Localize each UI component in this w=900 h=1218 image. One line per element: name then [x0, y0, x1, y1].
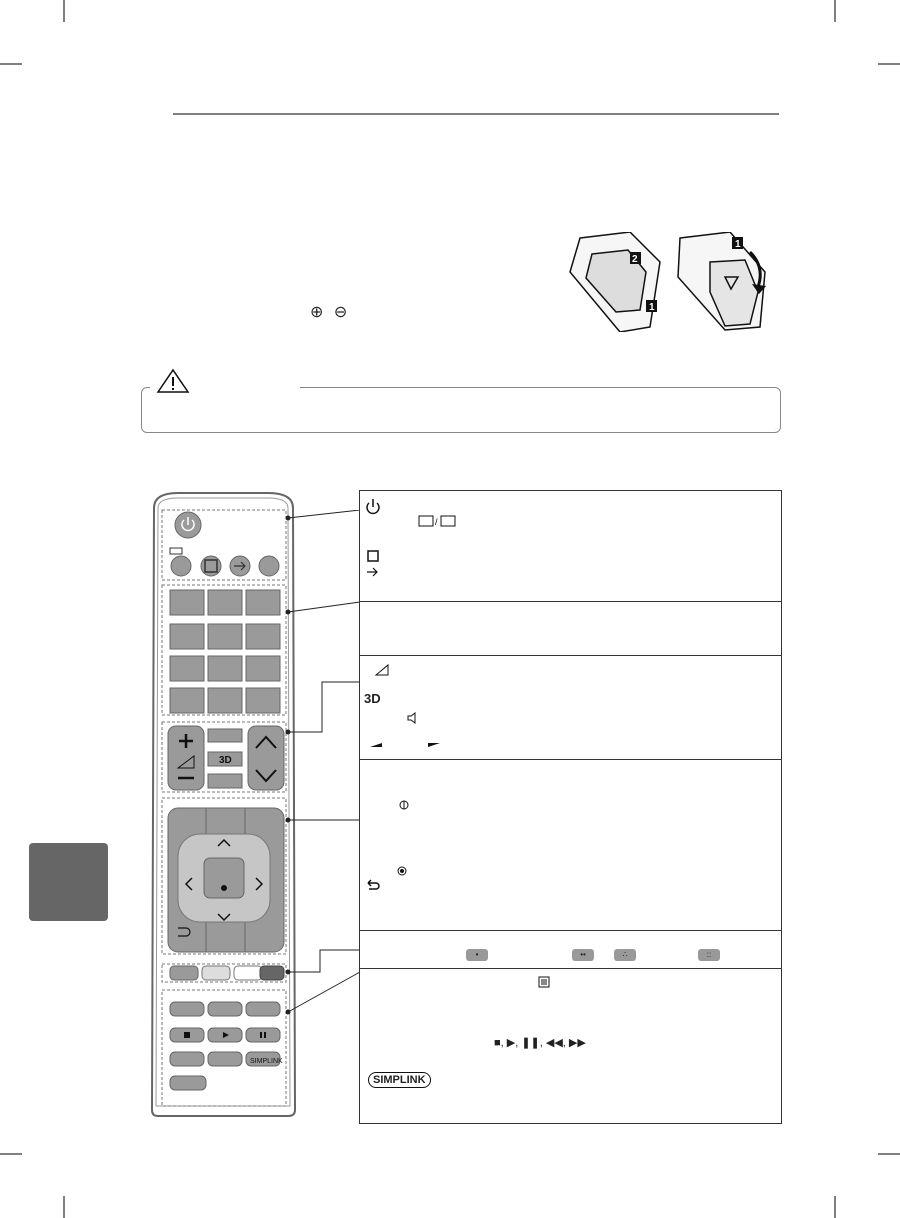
svg-text:1: 1 — [735, 239, 741, 250]
channel-arrow-icons — [370, 743, 440, 747]
blue-button: :: — [698, 949, 720, 961]
threed-symbol: 3D — [364, 691, 381, 706]
input-icon — [367, 567, 378, 577]
red-button: • — [466, 949, 488, 961]
battery-polarity: ⊕ ⊖ — [310, 302, 347, 322]
settings-icon — [399, 800, 409, 810]
svg-text:2: 2 — [632, 254, 638, 265]
ok-icon — [397, 866, 407, 876]
plus-icon: ⊕ — [310, 304, 324, 321]
playback-symbols: ■, ▶, ❚❚, ◀◀, ▶▶ — [494, 1037, 586, 1049]
tv-radio-icon: / — [418, 515, 456, 527]
svg-text:1: 1 — [649, 302, 655, 313]
mute-icon — [407, 712, 416, 724]
back-icon — [367, 879, 380, 890]
volume-icon — [374, 663, 389, 676]
callout-box-volume: 3D — [359, 655, 782, 760]
caution-header — [150, 368, 300, 394]
caution-box — [141, 387, 781, 433]
callout-box-playback: ■, ▶, ❚❚, ◀◀, ▶▶ SIMPLINK — [359, 968, 782, 1124]
yellow-button: ∴ — [614, 949, 636, 961]
callout-box-color: • •• ∴ :: — [359, 930, 782, 969]
remote-control: .gbtn { fill:#9a9a9a; stroke:#666; strok… — [150, 492, 297, 1117]
simplink-logo: SIMPLINK — [368, 1072, 431, 1088]
green-button: •• — [572, 949, 594, 961]
ratio-icon — [367, 550, 379, 562]
battery-illustration: 2 1 1 — [569, 232, 766, 332]
caution-triangle-icon — [156, 368, 190, 393]
power-icon — [366, 499, 380, 515]
svg-text:3D: 3D — [219, 755, 232, 766]
callout-box-power: / — [359, 490, 782, 602]
minus-icon: ⊖ — [333, 304, 348, 321]
svg-text:SIMPLINK: SIMPLINK — [250, 1058, 283, 1065]
svg-text:/: / — [435, 517, 438, 527]
chapter-tab — [29, 843, 108, 921]
callout-leaders — [285, 510, 361, 1015]
text-icon — [538, 976, 550, 988]
callout-box-navigation — [359, 759, 782, 931]
callout-box-numbers — [359, 600, 782, 656]
